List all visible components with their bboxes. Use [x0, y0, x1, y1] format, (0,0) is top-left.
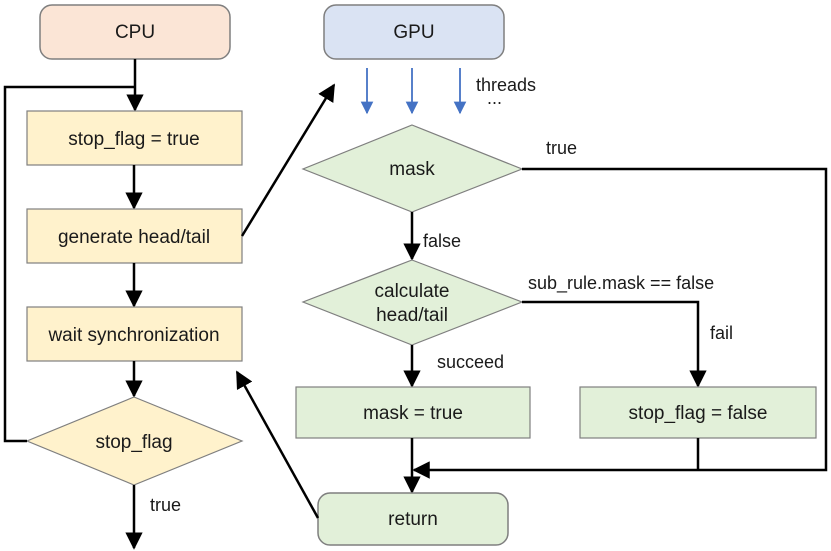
wait-sync-node — [26, 306, 243, 362]
stop-flag-false-label: stop_flag = false — [629, 403, 768, 424]
threads-label: threads — [476, 75, 536, 95]
stop-flag-false-node — [579, 386, 817, 439]
calculate-label-line2: head/tail — [376, 305, 448, 326]
generate-to-gpu-edge — [240, 83, 336, 237]
calculate-label-line1: calculate — [375, 281, 450, 302]
calculate-decision-node — [301, 259, 524, 346]
gpu-label: GPU — [393, 22, 434, 43]
mask-true-node — [295, 386, 531, 439]
fail-label: fail — [710, 323, 733, 343]
cpu-label: CPU — [115, 22, 155, 43]
mask-true-label: true — [546, 138, 577, 158]
sub-rule-label: sub_rule.mask == false — [528, 273, 714, 294]
threads-ellipsis: ... — [487, 88, 502, 108]
return-node — [317, 492, 509, 546]
wait-sync-label: wait synchronization — [47, 325, 219, 346]
gpu-node — [323, 4, 505, 60]
mask-true-node-label: mask = true — [363, 403, 463, 424]
generate-label: generate head/tail — [58, 227, 210, 248]
return-to-wait-edge — [235, 370, 320, 519]
calculate-fail-edge — [522, 300, 707, 388]
stop-flag-true-label: true — [150, 495, 181, 515]
set-stop-flag-label: stop_flag = true — [68, 129, 200, 150]
set-stop-flag-node — [26, 110, 243, 166]
stop-flag-loop-edge — [3, 85, 134, 443]
stop-flag-decision-label: stop_flag — [95, 432, 172, 453]
mask-false-label: false — [423, 231, 461, 251]
return-label: return — [388, 509, 438, 530]
mask-decision-label: mask — [389, 159, 435, 180]
succeed-label: succeed — [437, 352, 504, 372]
mask-true-edge — [412, 167, 828, 479]
